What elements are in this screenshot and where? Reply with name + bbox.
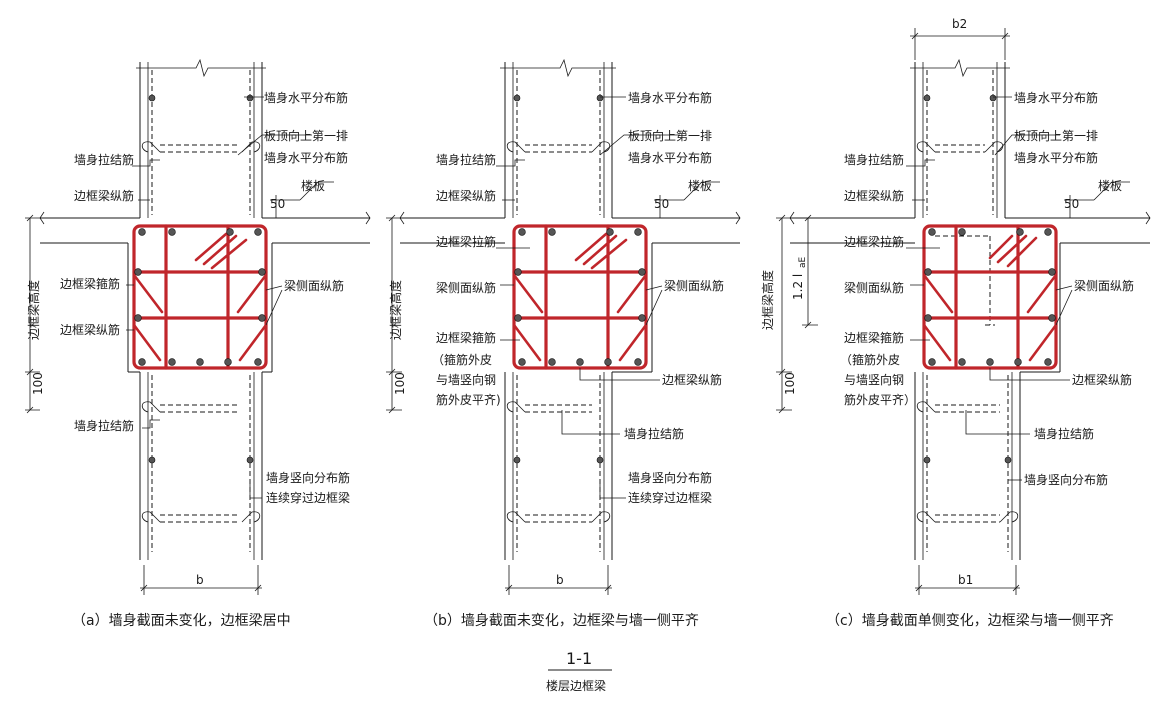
section-footer: 1-1 楼层边框梁 [546,649,612,693]
label-beam-side-c: 梁侧面纵筋 [1074,278,1134,293]
label-wall-vertical-c: 墙身竖向分布筋 [1024,472,1108,487]
label-beam-height-c: 边框梁高度 [760,270,775,330]
label-beam-tie-c: 边框梁拉筋 [844,234,904,249]
label-wall-tie-a: 墙身拉结筋 [74,152,134,167]
dim-100-a: 100 [31,372,45,395]
panel-b [386,58,741,595]
dim-50-b: 50 [654,197,669,211]
label-beam-tie-b: 边框梁拉筋 [436,234,496,249]
label-beam-height-a: 边框梁高度 [26,280,41,340]
label-first-row-a1: 板顶向上第一排 [264,128,348,143]
dim-100-c: 100 [783,372,797,395]
dim-lae-main: 1.2 l [791,274,805,300]
label-beam-longitudinal-a-top: 边框梁纵筋 [74,188,134,203]
label-beam-longitudinal-a: 边框梁纵筋 [60,322,120,337]
label-beam-stirrup-c: 边框梁箍筋 [844,330,904,345]
label-wall-horizontal-rebar-c: 墙身水平分布筋 [1014,90,1098,105]
label-floor-slab-a: 楼板 [301,178,325,193]
label-beam-side-b: 梁侧面纵筋 [664,278,724,293]
dim-b-a: b [196,573,204,587]
label-continuous-a: 连续穿过边框梁 [266,490,350,505]
label-wall-tie-c-bottom: 墙身拉结筋 [1034,426,1094,441]
panel-a [25,58,371,595]
panel-b-labels: 墙身水平分布筋 板顶向上第一排 墙身水平分布筋 墙身拉结筋 边框梁纵筋 楼板 边… [388,90,724,629]
label-first-row-b1: 板顶向上第一排 [628,128,712,143]
label-beam-longitudinal-b-top: 边框梁纵筋 [436,188,496,203]
label-beam-side-a: 梁侧面纵筋 [284,278,344,293]
label-wall-tie-b-bottom: 墙身拉结筋 [624,426,684,441]
label-beam-height-b: 边框梁高度 [388,280,403,340]
dim-50-a: 50 [270,197,285,211]
dim-lae-c: 1.2 l aE [791,256,808,300]
dim-lae-sub: aE [798,256,808,268]
label-beam-longitudinal-b: 边框梁纵筋 [662,372,722,387]
label-floor-slab-b: 楼板 [688,178,712,193]
label-wall-horizontal-rebar-b: 墙身水平分布筋 [628,90,712,105]
label-first-row-b2: 墙身水平分布筋 [628,150,712,165]
section-title: 楼层边框梁 [546,678,606,693]
caption-b: （b）墙身截面未变化，边框梁与墙一侧平齐 [424,613,699,629]
label-stirrup-note-c1: （箍筋外皮 [840,352,900,367]
label-floor-slab-c: 楼板 [1098,178,1122,193]
label-wall-vertical-a: 墙身竖向分布筋 [266,470,350,485]
dim-100-b: 100 [393,372,407,395]
caption-c: （c）墙身截面单侧变化，边框梁与墙一侧平齐 [826,613,1114,629]
label-beam-longitudinal-c-top: 边框梁纵筋 [844,188,904,203]
label-beam-side-b-left: 梁侧面纵筋 [436,280,496,295]
label-first-row-c2: 墙身水平分布筋 [1014,150,1098,165]
panel-c-labels: 墙身水平分布筋 板顶向上第一排 墙身水平分布筋 墙身拉结筋 边框梁纵筋 楼板 边… [760,17,1134,629]
label-stirrup-note-b2: 与墙竖向钢 [436,372,496,387]
label-continuous-b: 连续穿过边框梁 [628,490,712,505]
caption-a: （a）墙身截面未变化，边框梁居中 [72,613,291,629]
label-beam-tie-a: 边框梁箍筋 [60,276,120,291]
label-wall-tie-a-bottom: 墙身拉结筋 [74,418,134,433]
label-wall-tie-c: 墙身拉结筋 [844,152,904,167]
label-stirrup-note-b1: （箍筋外皮 [432,352,492,367]
label-wall-tie-b: 墙身拉结筋 [436,152,496,167]
label-first-row-a2: 墙身水平分布筋 [264,150,348,165]
dim-b1-c: b1 [958,573,973,587]
label-stirrup-note-b3: 筋外皮平齐) [436,392,501,407]
label-beam-longitudinal-c: 边框梁纵筋 [1072,372,1132,387]
label-stirrup-note-c3: 筋外皮平齐） [844,392,916,407]
section-number: 1-1 [566,649,592,668]
label-beam-side-c-left: 梁侧面纵筋 [844,280,904,295]
dim-50-c: 50 [1064,197,1079,211]
dim-b-b: b [556,573,564,587]
label-beam-stirrup-b: 边框梁箍筋 [436,330,496,345]
label-wall-horizontal-rebar-a: 墙身水平分布筋 [264,90,348,105]
label-wall-vertical-b: 墙身竖向分布筋 [628,470,712,485]
panel-a-labels: 墙身水平分布筋 板顶向上第一排 墙身水平分布筋 墙身拉结筋 边框梁纵筋 楼板 边… [26,90,350,629]
label-stirrup-note-c2: 与墙竖向钢 [844,372,904,387]
label-first-row-c1: 板顶向上第一排 [1014,128,1098,143]
panel-c [776,28,1151,595]
dim-b2-c: b2 [952,17,967,31]
